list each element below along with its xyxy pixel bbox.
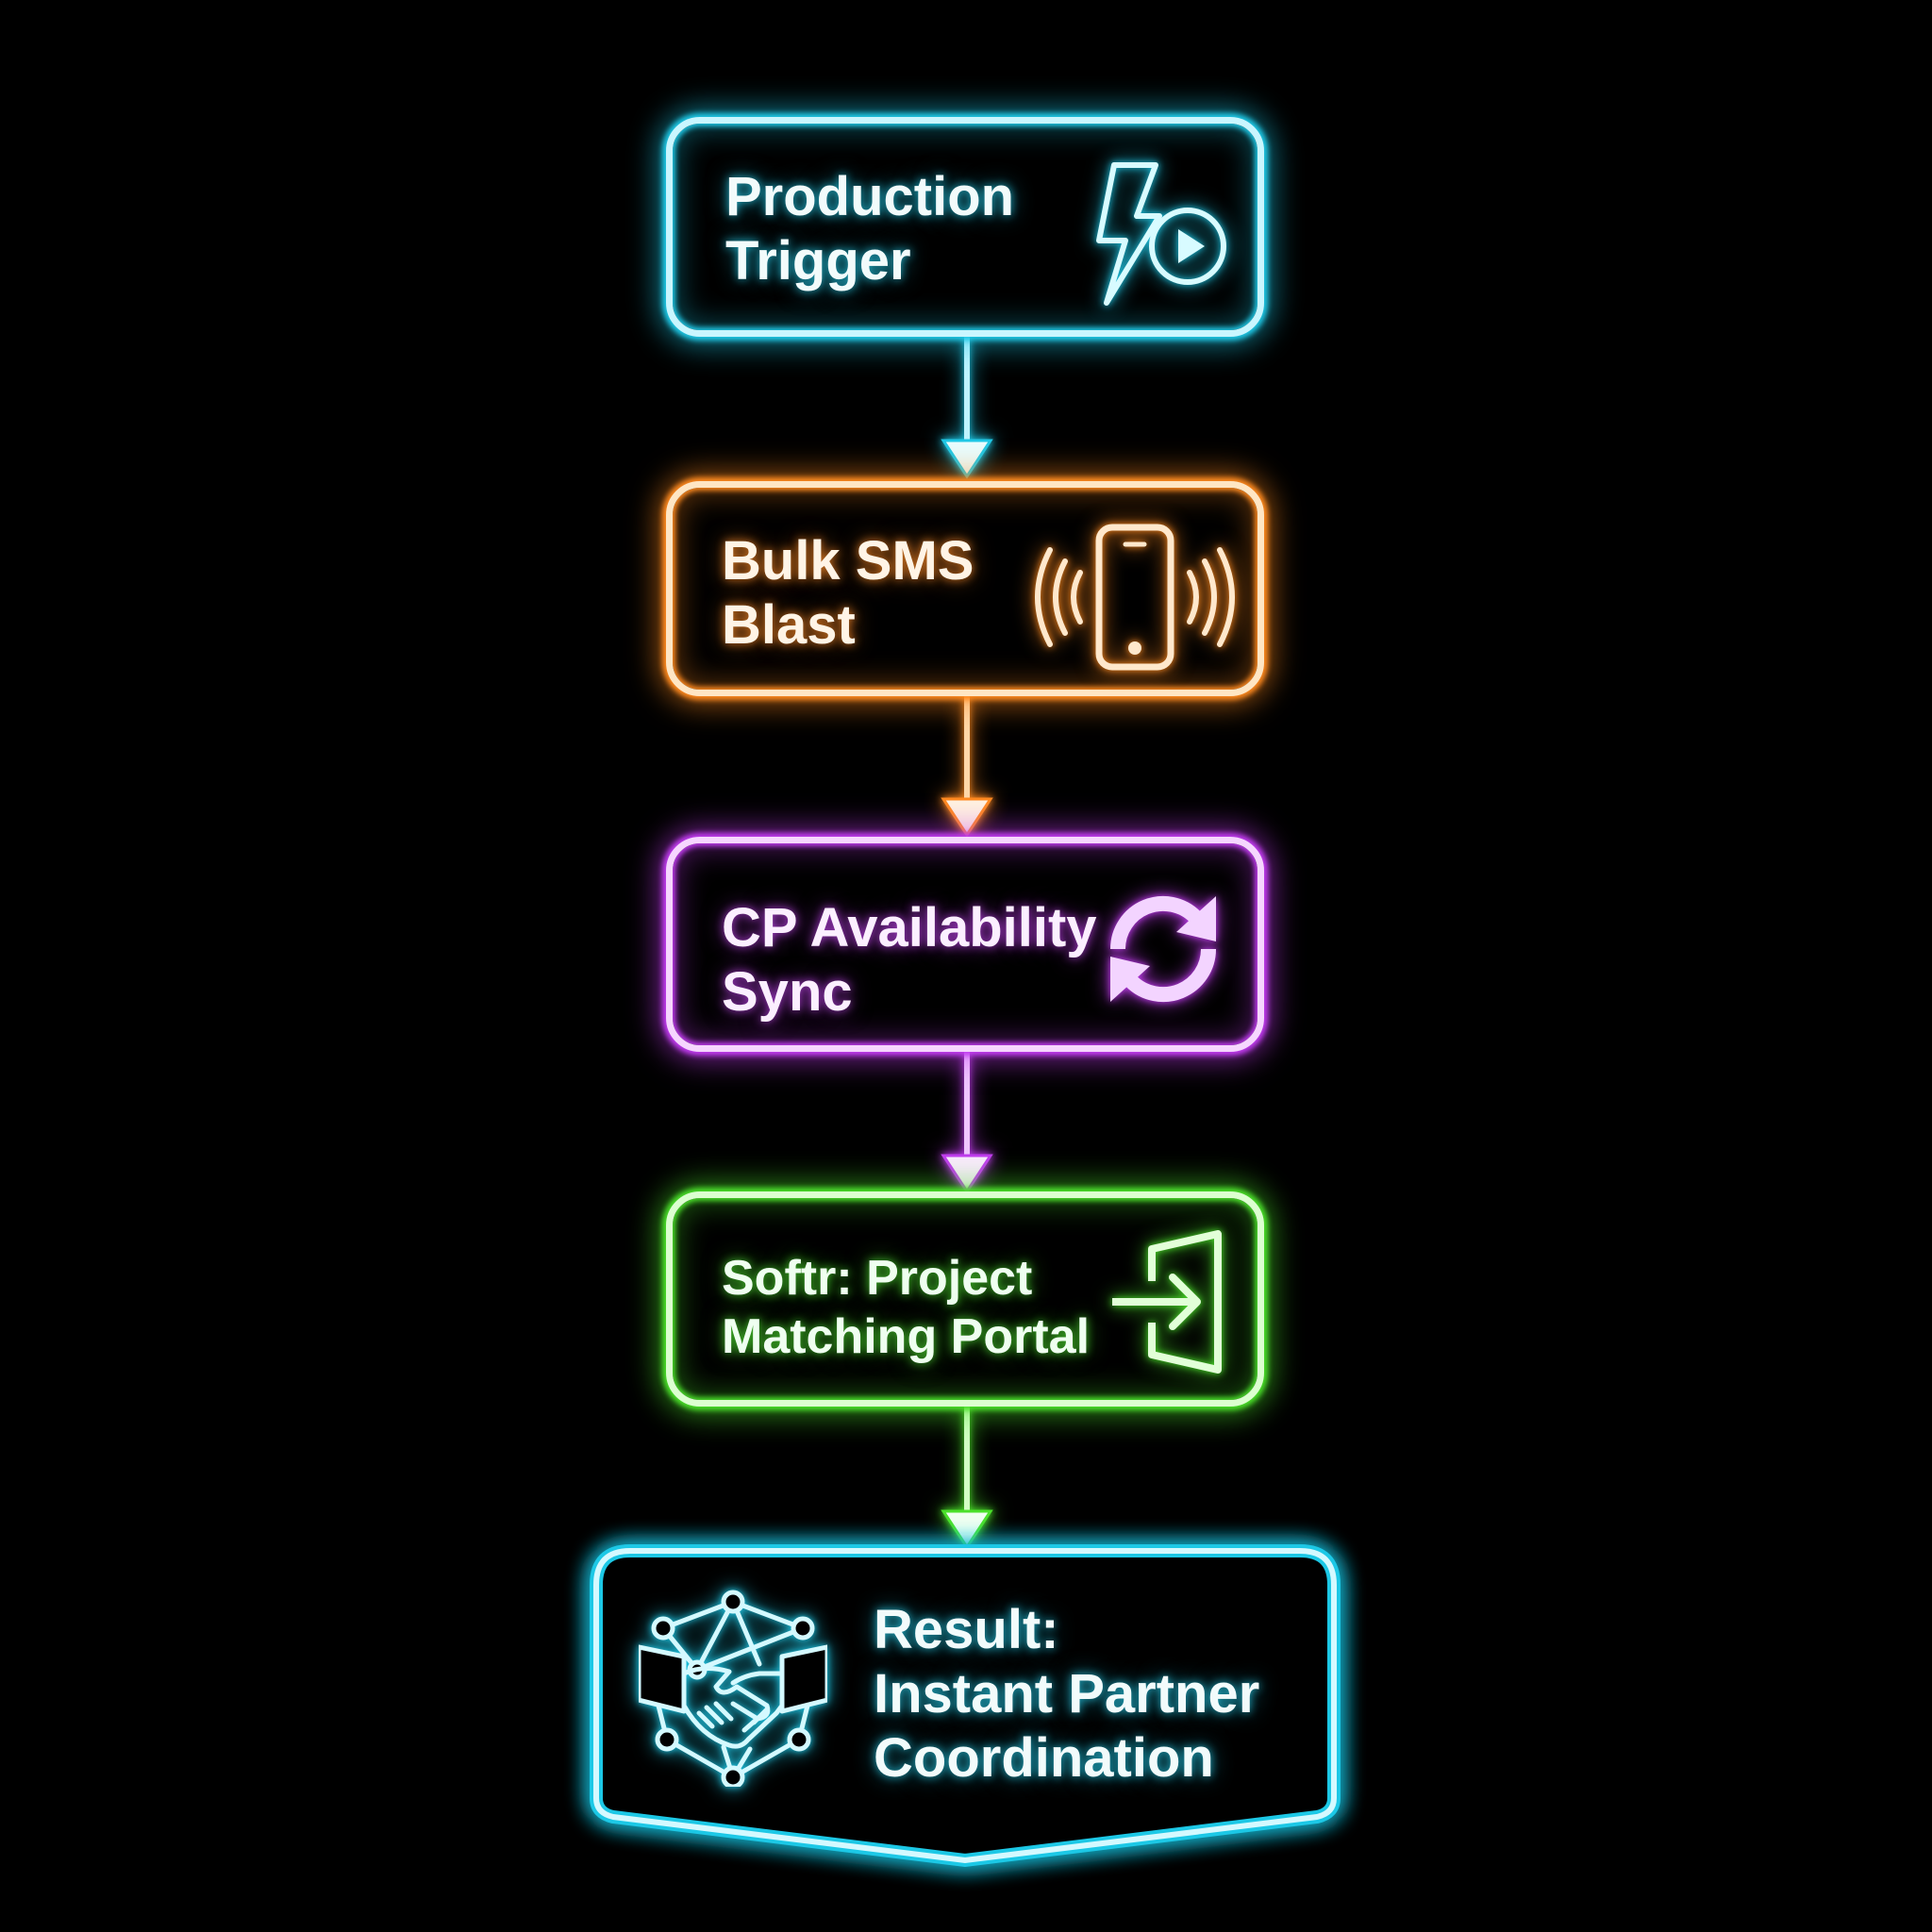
vibrating-phone-icon — [1035, 524, 1235, 671]
node-label-line: Matching Portal — [722, 1309, 1091, 1364]
enter-door-icon — [1112, 1230, 1222, 1374]
node-label: CP Availability Sync — [722, 896, 1097, 1024]
lightning-play-icon — [1096, 162, 1226, 306]
node-label: Production Trigger — [725, 165, 1014, 293]
arrow-portal-to-result — [941, 1406, 993, 1550]
node-label-line: Coordination — [874, 1727, 1214, 1789]
node-softr-portal: Softr: Project Matching Portal — [666, 1191, 1264, 1407]
node-result: Result: Instant Partner Coordination — [590, 1544, 1341, 1868]
node-label-line: Instant Partner — [874, 1663, 1260, 1724]
node-label-line: CP Availability — [722, 897, 1097, 958]
node-label: Bulk SMS Blast — [722, 529, 974, 658]
node-label: Softr: Project Matching Portal — [722, 1249, 1090, 1366]
result-outline — [590, 1544, 1341, 1868]
arrow-sms-to-sync — [941, 693, 993, 838]
node-bulk-sms-blast: Bulk SMS Blast — [666, 481, 1264, 696]
node-label-line: Blast — [722, 594, 856, 656]
arrow-trigger-to-sms — [941, 335, 993, 479]
node-label-line: Sync — [722, 961, 853, 1023]
node-production-trigger: Production Trigger — [666, 117, 1264, 337]
node-label: Result: Instant Partner Coordination — [874, 1598, 1259, 1790]
node-label-line: Softr: Project — [722, 1251, 1033, 1306]
sync-arrows-icon — [1109, 895, 1217, 1003]
handshake-network-icon — [639, 1590, 827, 1787]
node-label-line: Bulk SMS — [722, 530, 974, 591]
node-label-line: Production — [725, 166, 1015, 227]
node-label-line: Result: — [874, 1599, 1059, 1660]
arrow-sync-to-portal — [941, 1050, 993, 1194]
node-cp-availability-sync: CP Availability Sync — [666, 837, 1264, 1052]
node-label-line: Trigger — [725, 230, 911, 291]
